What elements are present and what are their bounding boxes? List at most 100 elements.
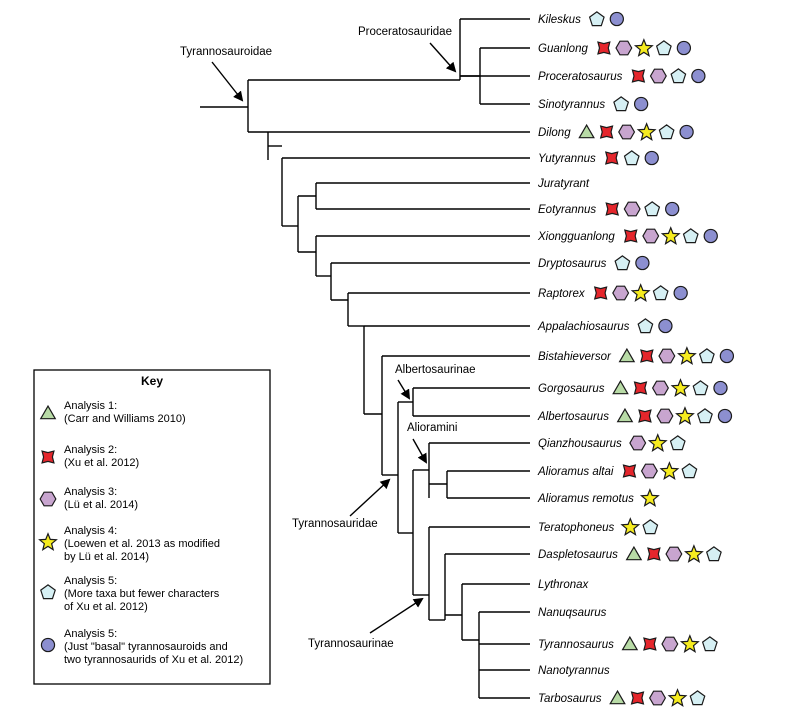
red-star-icon [597, 41, 611, 55]
blue-circle-icon [691, 68, 706, 84]
cyan-pentagon-icon [658, 124, 675, 140]
taxon-row: Teratophoneus [538, 517, 659, 536]
legend-entry-line: (Just "basal" tyrannosauroids and [64, 641, 228, 653]
arrow-proceratosauridae [429, 42, 457, 73]
cyan-pentagon-icon [670, 68, 687, 84]
red-star-icon [633, 381, 648, 395]
red-star-icon [630, 691, 645, 705]
taxon-row: Juratyrant [537, 178, 590, 190]
legend-entry-line: (Lü et al. 2014) [64, 499, 138, 511]
cyan-pentagon-icon [682, 228, 699, 244]
legend-entry-line: Analysis 4: [64, 525, 117, 537]
cyan-pentagon-icon [642, 519, 659, 535]
taxon-list: KileskusGuanlongProceratosaurusSinotyran… [537, 11, 735, 707]
legend-entry-line: (Loewen et al. 2013 as modified [64, 538, 220, 550]
yellow-star-icon [659, 461, 680, 480]
legend-key: Key Analysis 1:(Carr and Williams 2010)A… [33, 369, 271, 685]
legend-entry-line: Analysis 5: [64, 628, 117, 640]
taxon-label: Teratophoneus [538, 522, 615, 534]
taxon-label: Bistahieversor [538, 351, 612, 363]
taxon-label: Sinotyrannus [538, 99, 605, 111]
purple-hexagon-icon [618, 124, 636, 140]
cyan-pentagon-icon [697, 408, 713, 424]
legend-entry: Analysis 5:(More taxa but fewer characte… [40, 575, 220, 613]
green-triangle-icon [625, 545, 643, 561]
taxon-row: Kileskus [538, 11, 624, 27]
taxon-label: Tyrannosaurus [538, 639, 614, 651]
blue-circle-icon [635, 255, 650, 271]
green-triangle-icon [578, 123, 595, 139]
blue-circle-icon [703, 228, 718, 244]
taxon-label: Raptorex [538, 288, 586, 300]
yellow-star-icon [639, 488, 660, 507]
taxon-row: Alioramus remotus [537, 488, 660, 507]
green-triangle-icon [612, 379, 629, 395]
purple-hexagon-icon [39, 491, 57, 507]
taxon-row: Appalachiosaurus [537, 318, 673, 334]
red-star-icon [631, 69, 646, 83]
red-star-icon [640, 349, 654, 363]
taxon-row: Dryptosaurus [538, 255, 650, 271]
blue-circle-icon [40, 637, 56, 653]
yellow-star-icon [38, 532, 58, 551]
taxon-row: Eotyrannus [538, 201, 680, 217]
purple-hexagon-icon [615, 40, 633, 56]
red-star-icon [622, 464, 637, 478]
legend-entry: Analysis 2:(Xu et al. 2012) [41, 444, 139, 469]
cyan-pentagon-icon [623, 150, 640, 166]
cyan-pentagon-icon [652, 285, 669, 301]
yellow-star-icon [670, 378, 691, 397]
taxon-label: Juratyrant [537, 178, 590, 190]
clade-label-tyrannosauroidae: Tyrannosauroidae [180, 46, 272, 58]
red-star-icon [593, 286, 608, 300]
taxon-row: Yutyrannus [538, 150, 659, 166]
taxon-label: Tarbosaurus [538, 693, 602, 705]
taxon-row: Tyrannosaurus [538, 634, 718, 653]
blue-circle-icon [633, 96, 649, 112]
legend-entries: Analysis 1:(Carr and Williams 2010)Analy… [38, 400, 243, 666]
arrow-tyrannosauridae [349, 478, 391, 517]
taxon-label: Dryptosaurus [538, 258, 607, 270]
cyan-pentagon-icon [588, 11, 605, 27]
legend-entry-line: (Xu et al. 2012) [64, 457, 139, 469]
purple-hexagon-icon [623, 201, 641, 217]
taxon-row: Xiongguanlong [537, 226, 718, 245]
taxon-row: Raptorex [538, 283, 688, 302]
taxon-label: Yutyrannus [538, 153, 596, 165]
legend-entry-line: Analysis 3: [64, 486, 117, 498]
cyan-pentagon-icon [614, 255, 631, 271]
taxon-label: Gorgosaurus [538, 383, 605, 395]
green-triangle-icon [39, 404, 57, 420]
red-star-icon [605, 202, 619, 216]
green-triangle-icon [618, 347, 636, 363]
yellow-star-icon [660, 226, 681, 245]
legend-entry: Analysis 3:(Lü et al. 2014) [39, 486, 138, 511]
clade-labels: Tyrannosauroidae Proceratosauridae Alber… [180, 26, 476, 650]
blue-circle-icon [679, 124, 694, 140]
blue-circle-icon [713, 380, 728, 396]
taxon-label: Guanlong [538, 43, 588, 55]
arrow-tyrannosauroidae [211, 61, 244, 102]
clade-label-albertosaurinae: Albertosaurinae [395, 364, 476, 376]
yellow-star-icon [636, 122, 657, 141]
green-triangle-icon [609, 689, 626, 705]
cyan-pentagon-icon [655, 40, 672, 56]
legend-entry-line: by Lü et al. 2014) [64, 551, 149, 563]
yellow-star-icon [647, 433, 668, 452]
purple-hexagon-icon [648, 690, 667, 706]
blue-circle-icon [658, 318, 673, 334]
cyan-pentagon-icon [637, 318, 654, 334]
red-star-icon [604, 151, 619, 165]
taxon-label: Alioramus remotus [537, 493, 634, 505]
purple-hexagon-icon [649, 68, 667, 84]
blue-circle-icon [665, 201, 680, 217]
legend-entry: Analysis 4:(Loewen et al. 2013 as modifi… [38, 525, 220, 563]
taxon-row: Dilong [538, 122, 694, 141]
taxon-row: Lythronax [538, 579, 590, 591]
yellow-star-icon [667, 688, 688, 707]
taxon-row: Qianzhousaurus [538, 433, 686, 452]
taxon-label: Albertosaurus [537, 411, 609, 423]
green-triangle-icon [621, 635, 639, 651]
purple-hexagon-icon [656, 408, 674, 424]
purple-hexagon-icon [658, 348, 676, 364]
